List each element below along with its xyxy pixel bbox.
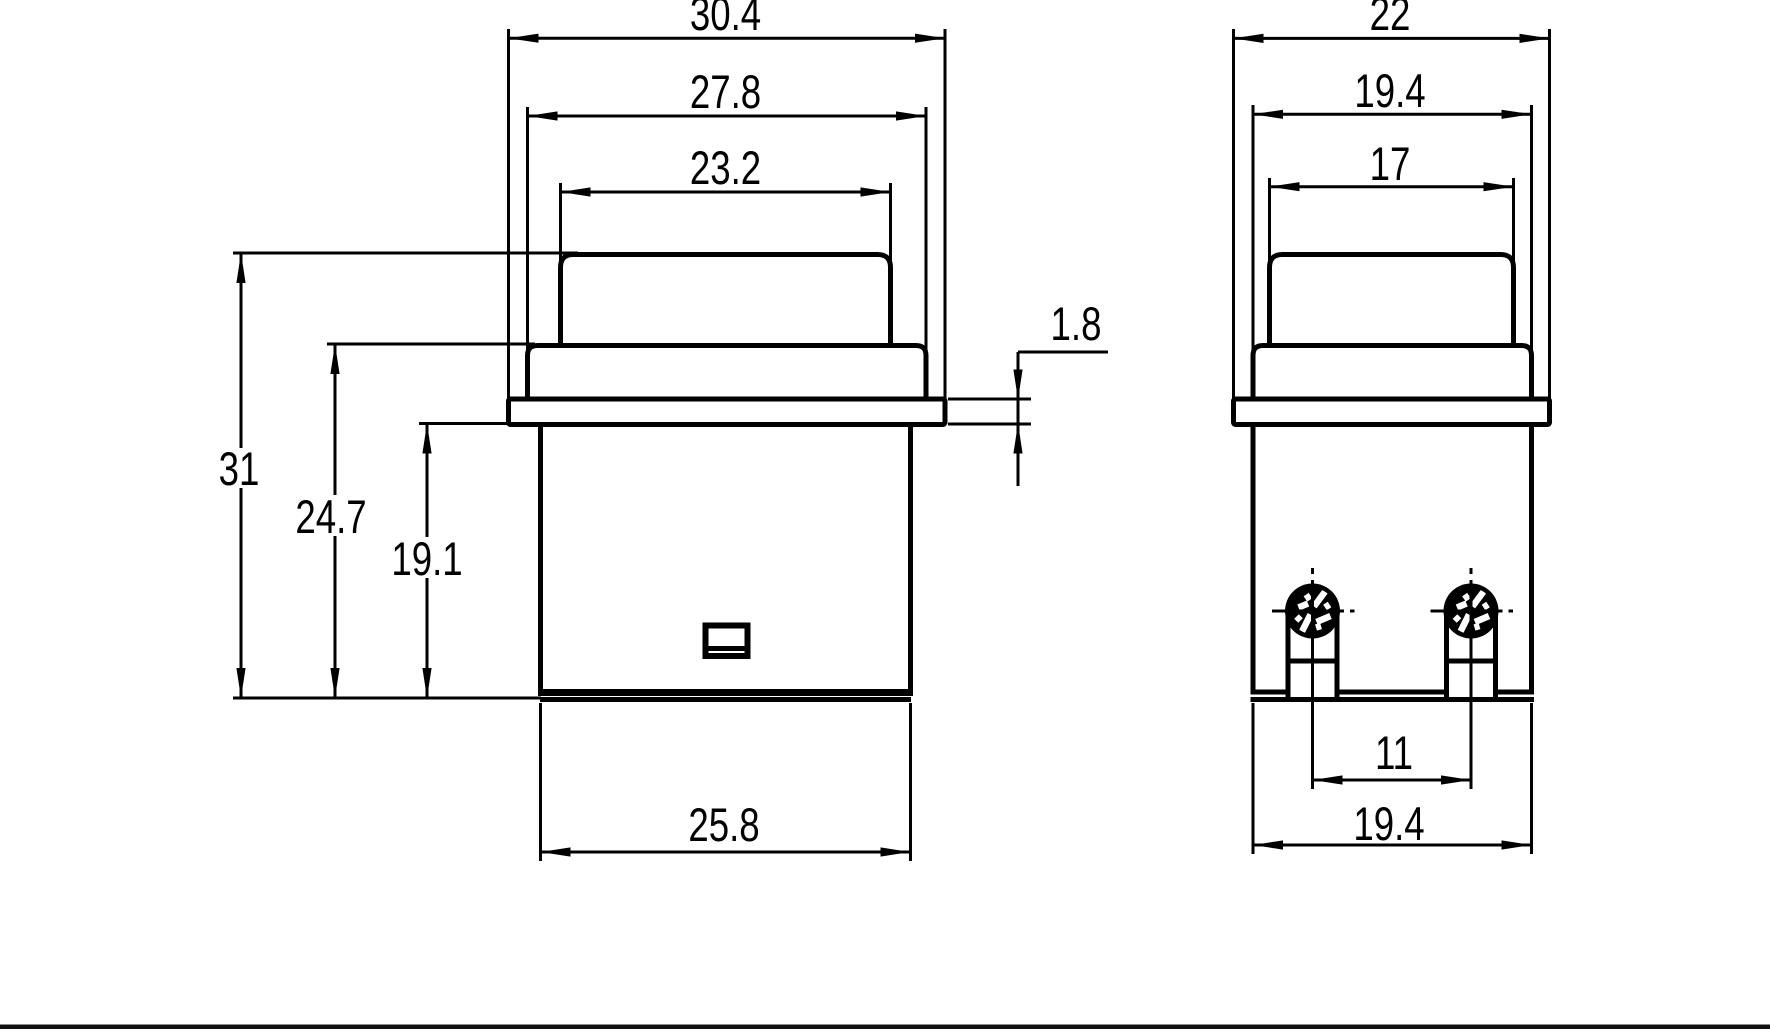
svg-text:22: 22: [1370, 0, 1411, 40]
svg-text:24.7: 24.7: [295, 491, 366, 543]
svg-text:1.8: 1.8: [1051, 298, 1102, 350]
svg-text:19.4: 19.4: [1354, 65, 1425, 117]
svg-text:25.8: 25.8: [688, 799, 759, 851]
svg-text:19.4: 19.4: [1353, 798, 1424, 850]
svg-text:31: 31: [219, 443, 260, 495]
svg-text:19.1: 19.1: [391, 533, 462, 585]
svg-text:30.4: 30.4: [690, 0, 761, 40]
svg-text:17: 17: [1370, 138, 1411, 190]
svg-text:23.2: 23.2: [690, 142, 761, 194]
svg-text:27.8: 27.8: [690, 66, 761, 118]
svg-text:11: 11: [1375, 727, 1413, 779]
